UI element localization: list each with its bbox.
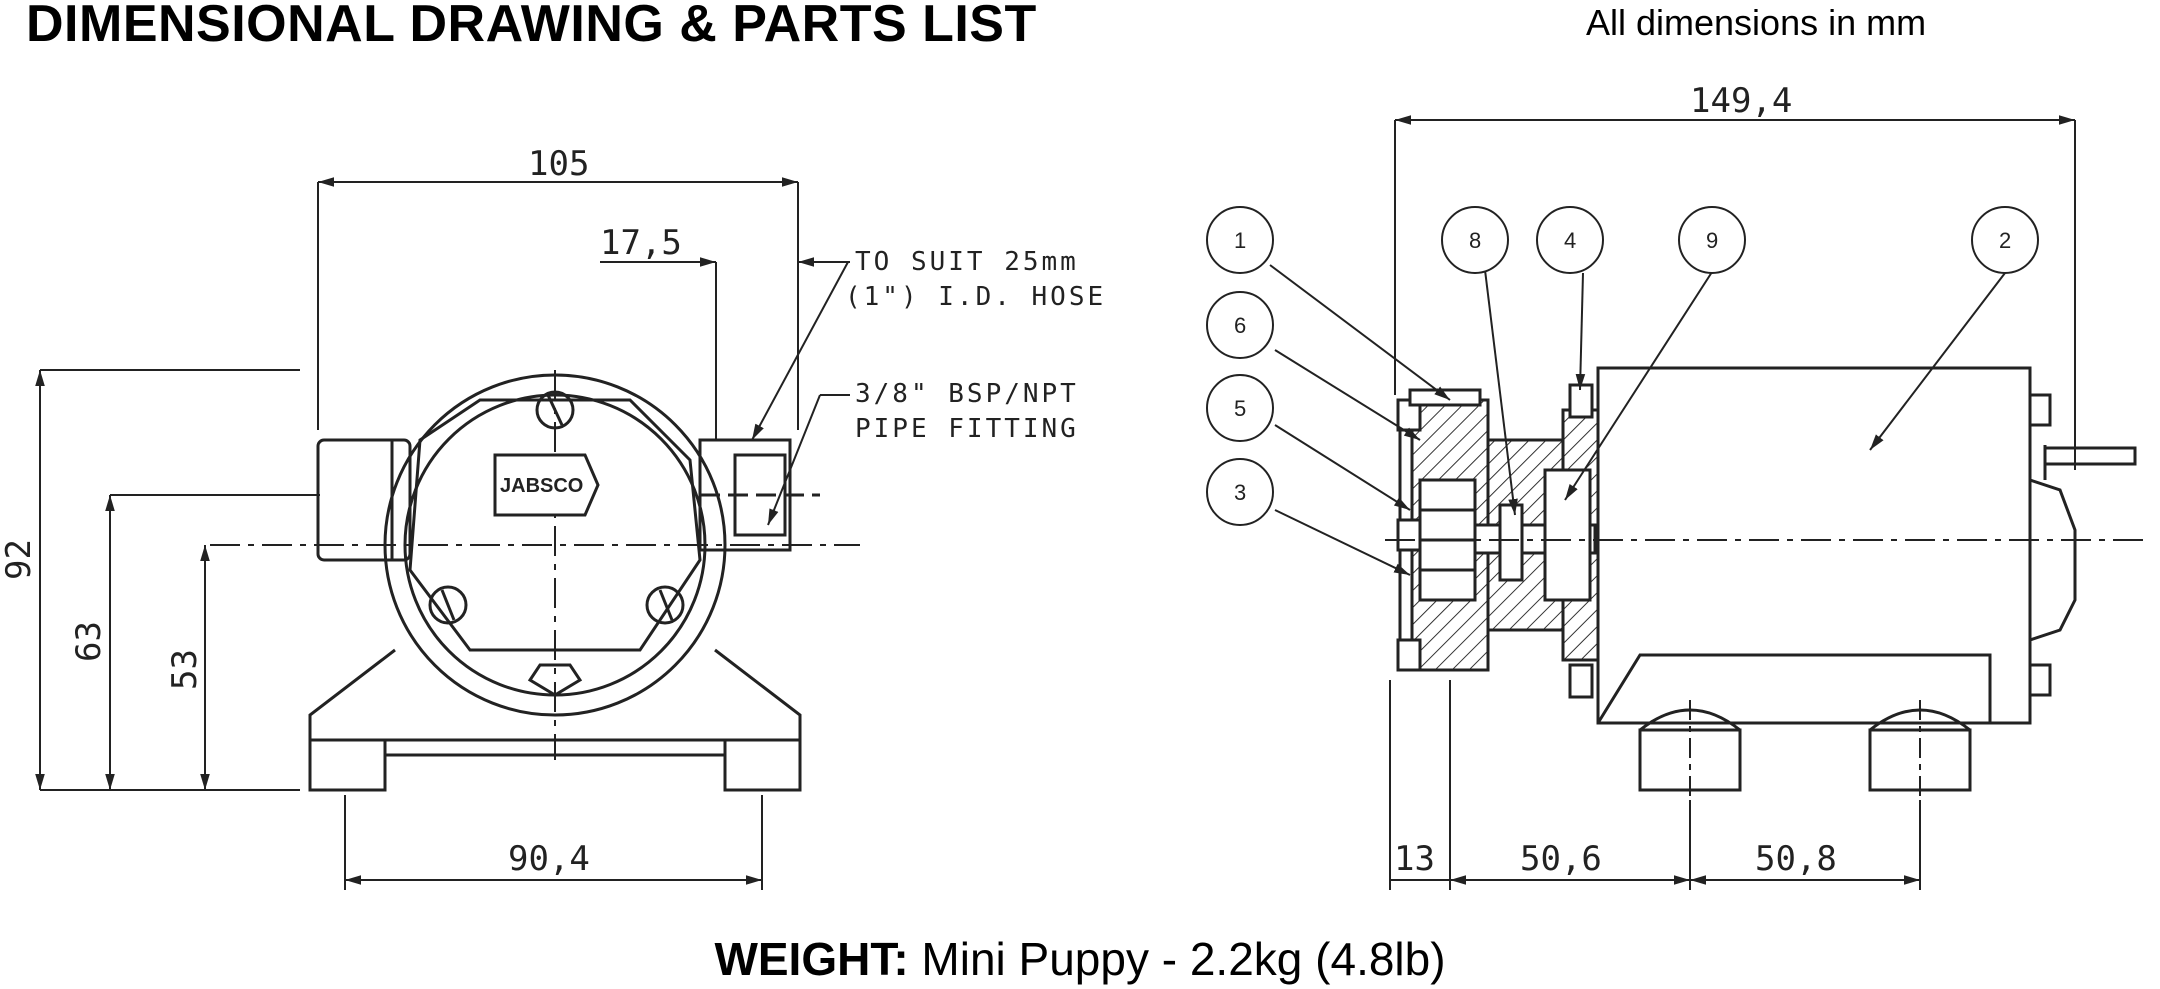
cover-plate xyxy=(408,398,702,652)
part-bubble-2: 2 xyxy=(1971,206,2039,274)
svg-text:5: 5 xyxy=(1234,396,1246,421)
side-view xyxy=(1385,366,2150,800)
motor-endcap xyxy=(2029,478,2077,642)
dim-height-92: 92 xyxy=(0,539,39,580)
motor-base xyxy=(1596,653,1992,724)
slinger xyxy=(1543,468,1592,602)
front-view xyxy=(210,370,860,792)
weight-line: WEIGHT: Mini Puppy - 2.2kg (4.8lb) xyxy=(0,932,2160,986)
callout-hose-line1: TO SUIT 25mm xyxy=(855,247,1079,277)
dim-width-105: 105 xyxy=(528,144,589,184)
part-bubble-1: 1 xyxy=(1206,206,1274,274)
drain-nut xyxy=(527,663,583,697)
callout-pipe-line1: 3/8" BSP/NPT xyxy=(855,379,1079,409)
svg-text:1: 1 xyxy=(1234,228,1246,253)
screw-left xyxy=(428,585,468,625)
motor-lead xyxy=(2043,446,2137,466)
part-bubble-5: 5 xyxy=(1206,374,1274,442)
part-bubble-6: 6 xyxy=(1206,291,1274,359)
part-bubble-3: 3 xyxy=(1206,458,1274,526)
weight-label: WEIGHT: xyxy=(714,933,909,985)
dim-base-90-4: 90,4 xyxy=(508,839,590,879)
brand-plate: JABSCO xyxy=(493,453,600,517)
part-bubble-9: 9 xyxy=(1678,206,1746,274)
inlet-port xyxy=(316,438,412,562)
dim-13: 13 xyxy=(1394,839,1435,879)
motor-body xyxy=(1596,366,2032,725)
dim-height-53: 53 xyxy=(165,649,205,690)
dim-length-149-4: 149,4 xyxy=(1690,81,1792,121)
callout-hose-line2: (1") I.D. HOSE xyxy=(845,282,1106,312)
part-bubble-8: 8 xyxy=(1441,206,1509,274)
dim-50-6: 50,6 xyxy=(1520,839,1602,879)
svg-text:2: 2 xyxy=(1999,228,2011,253)
svg-text:6: 6 xyxy=(1234,313,1246,338)
foot-left xyxy=(308,738,387,792)
callout-pipe-line2: PIPE FITTING xyxy=(855,414,1079,444)
svg-text:3: 3 xyxy=(1234,480,1246,505)
screw-right xyxy=(645,585,685,625)
svg-text:4: 4 xyxy=(1564,228,1576,253)
dim-50-8: 50,8 xyxy=(1755,839,1837,879)
part-bubble-4: 4 xyxy=(1536,206,1604,274)
foot-right xyxy=(723,738,802,792)
weight-value: Mini Puppy - 2.2kg (4.8lb) xyxy=(908,933,1446,985)
dim-offset-17-5: 17,5 xyxy=(600,223,682,263)
side-dimensions xyxy=(1389,115,2076,890)
seal xyxy=(1498,503,1524,582)
page-title: DIMENSIONAL DRAWING & PARTS LIST xyxy=(26,0,1037,53)
svg-text:9: 9 xyxy=(1706,228,1718,253)
units-note: All dimensions in mm xyxy=(1586,2,1927,43)
svg-text:JABSCO: JABSCO xyxy=(500,475,583,497)
dim-height-63: 63 xyxy=(69,621,109,662)
svg-text:8: 8 xyxy=(1469,228,1481,253)
part-leaders xyxy=(1269,264,2006,576)
front-dimensions xyxy=(35,177,850,890)
